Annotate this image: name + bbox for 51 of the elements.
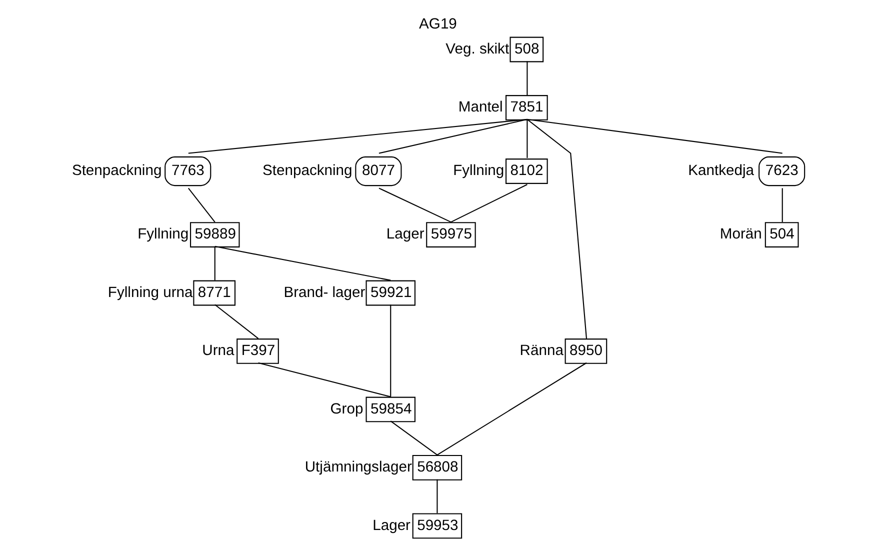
- node-box: 7763: [164, 156, 212, 186]
- node-box: 508: [510, 36, 544, 62]
- node-box: 8950: [564, 338, 608, 364]
- connector: [390, 420, 438, 456]
- node-box: 59953: [412, 513, 462, 539]
- node-box: 8771: [193, 280, 236, 306]
- connector: [214, 304, 259, 339]
- connector: [450, 184, 528, 223]
- node-box: 59921: [366, 280, 416, 306]
- connector: [258, 362, 391, 398]
- node-box: 7623: [758, 156, 806, 186]
- connector: [526, 61, 528, 96]
- node-label: Lager: [386, 226, 424, 243]
- node-label: Kantkedja: [688, 163, 754, 180]
- node-box: 8077: [355, 156, 402, 186]
- node-label: Grop: [330, 401, 364, 418]
- node-label: Brand- lager: [284, 284, 366, 301]
- node-label: Stenpackning: [72, 163, 162, 180]
- connector: [188, 188, 216, 222]
- node-label: Mantel: [458, 100, 503, 116]
- connector: [436, 479, 438, 514]
- connector: [527, 118, 782, 154]
- diagram-title: AG19: [419, 16, 457, 33]
- node-box: 8102: [506, 158, 548, 184]
- node-label: Veg. skikt: [446, 41, 510, 58]
- connector: [526, 118, 588, 339]
- node-label: Morän: [720, 226, 762, 243]
- node-label: Lager: [372, 518, 411, 534]
- connector: [390, 304, 392, 397]
- connector: [436, 362, 587, 456]
- node-label: Fyllning urna: [108, 284, 193, 301]
- node-box: 59975: [426, 222, 476, 248]
- node-box: 7851: [506, 95, 548, 120]
- node-label: Ränna: [520, 343, 564, 360]
- connector: [378, 188, 452, 223]
- connector: [782, 188, 783, 222]
- connector: [188, 118, 528, 154]
- node-box: 56808: [412, 454, 462, 480]
- node-label: Urna: [202, 343, 234, 360]
- node-box: F397: [236, 338, 279, 364]
- node-label: Fyllning: [453, 163, 504, 180]
- node-box: 59854: [366, 396, 416, 422]
- connector: [214, 246, 216, 280]
- node-box: 504: [764, 222, 799, 248]
- node-box: 59889: [190, 222, 240, 248]
- node-label: Utjämningslager: [304, 460, 412, 476]
- node-label: Stenpackning: [262, 163, 352, 180]
- node-label: Fyllning: [138, 226, 189, 243]
- connector: [526, 119, 528, 158]
- connector: [214, 246, 391, 281]
- connector: [378, 118, 528, 154]
